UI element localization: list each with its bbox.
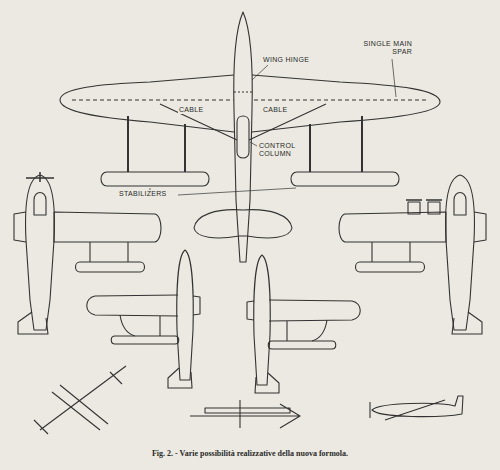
part-label: SINGLE MAIN SPAR <box>345 40 413 56</box>
wing <box>54 212 161 242</box>
float <box>356 262 425 272</box>
leader-line <box>150 59 396 195</box>
tail-fin <box>452 312 482 334</box>
tail-fin <box>168 368 192 388</box>
propeller <box>26 172 54 182</box>
cockpit <box>454 193 466 216</box>
sketch-plane <box>190 400 300 428</box>
sketch-plane <box>370 396 463 420</box>
engine <box>408 202 440 214</box>
wing-stub <box>474 212 486 242</box>
cockpit <box>237 116 249 158</box>
strut <box>128 116 362 172</box>
tailplane <box>194 210 292 238</box>
float <box>101 172 209 186</box>
part-label: CABLE <box>262 106 288 114</box>
sketch-plane <box>34 366 126 434</box>
part-label: CONTROL COLUMN <box>258 142 306 158</box>
strut <box>287 320 327 341</box>
hinge <box>234 91 252 92</box>
part-label: WING HINGE <box>262 56 334 64</box>
aircraft-drawing <box>34 12 463 434</box>
float <box>76 262 145 272</box>
fuselage <box>26 175 55 330</box>
propeller <box>406 199 442 201</box>
fuselage <box>177 250 193 380</box>
float <box>291 172 399 186</box>
fuselage <box>254 255 270 385</box>
aircraft-drawing <box>87 250 200 388</box>
wing-stub <box>193 296 200 315</box>
wing-stub <box>14 212 26 242</box>
float <box>268 341 336 349</box>
float <box>111 336 179 344</box>
part-label: CABLE <box>178 106 204 114</box>
aircraft-drawing <box>339 175 486 334</box>
fuselage <box>234 12 252 262</box>
wing <box>87 295 178 316</box>
strut <box>372 242 410 262</box>
tail-fin <box>255 373 279 393</box>
wing-stub <box>247 301 254 320</box>
figure-caption: Fig. 2. - Varie possibilità realizzative… <box>0 449 500 458</box>
strut <box>120 315 160 336</box>
tail-fin <box>18 312 48 334</box>
strut <box>90 242 128 262</box>
fuselage <box>446 175 475 330</box>
part-label: STABILIZERS <box>118 190 168 198</box>
cockpit <box>34 193 46 216</box>
aircraft-drawing <box>247 255 360 393</box>
wing <box>339 212 446 242</box>
wing <box>269 300 360 321</box>
